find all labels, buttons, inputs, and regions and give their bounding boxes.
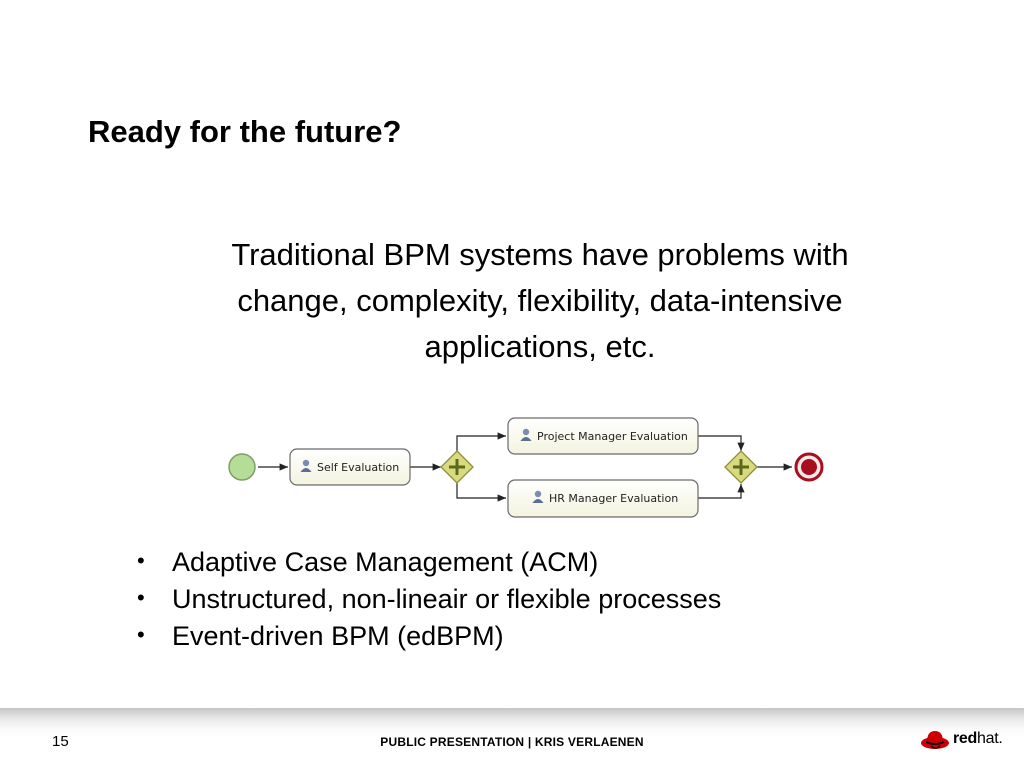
- bullet-item: • Adaptive Case Management (ACM): [135, 544, 721, 581]
- bullet-icon: •: [137, 548, 145, 573]
- bullet-text: Unstructured, non-lineair or flexible pr…: [172, 584, 722, 614]
- parallel-gateway-icon: [440, 450, 474, 484]
- user-task-icon: [300, 459, 312, 472]
- task-hr-manager-evaluation: HR Manager Evaluation: [507, 479, 699, 518]
- parallel-gateway-icon: [724, 450, 758, 484]
- footer-bar: [0, 708, 1024, 768]
- sequence-flows: [258, 432, 792, 502]
- bullet-text: Event-driven BPM (edBPM): [172, 621, 504, 651]
- task-label: Self Evaluation: [317, 461, 399, 474]
- bullet-list: • Adaptive Case Management (ACM) • Unstruc…: [135, 544, 721, 655]
- footer-text: PUBLIC PRESENTATION | KRIS VERLAENEN: [380, 735, 644, 749]
- task-label: Project Manager Evaluation: [537, 430, 688, 443]
- logo-text-light: hat.: [977, 730, 1003, 747]
- slide-title: Ready for the future?: [88, 114, 402, 149]
- intro-line: change, complexity, flexibility, data-in…: [237, 283, 843, 318]
- task-self-evaluation: Self Evaluation: [289, 448, 411, 486]
- shadowman-icon: [921, 731, 949, 749]
- logo-wordmark: redhat.: [953, 730, 1003, 748]
- bullet-icon: •: [137, 622, 145, 647]
- bullet-icon: •: [137, 585, 145, 610]
- task-project-manager-evaluation: Project Manager Evaluation: [507, 417, 699, 455]
- bullet-item: • Event-driven BPM (edBPM): [135, 618, 721, 655]
- task-label: HR Manager Evaluation: [549, 492, 678, 505]
- bullet-text: Adaptive Case Management (ACM): [172, 547, 599, 577]
- bullet-item: • Unstructured, non-lineair or flexible p…: [135, 581, 721, 618]
- intro-line: applications, etc.: [424, 329, 656, 364]
- start-event-icon: [228, 453, 256, 481]
- end-event-icon: [794, 452, 824, 482]
- page-number: 15: [52, 733, 69, 750]
- intro-paragraph: Traditional BPM systems have problems wi…: [150, 232, 930, 370]
- bpmn-process-diagram: Self Evaluation Project Manager Evaluati…: [228, 417, 824, 518]
- user-task-icon: [532, 490, 544, 503]
- user-task-icon: [520, 428, 532, 441]
- redhat-logo: redhat.: [920, 727, 1003, 751]
- intro-line: Traditional BPM systems have problems wi…: [231, 237, 849, 272]
- logo-text-bold: red: [953, 730, 977, 747]
